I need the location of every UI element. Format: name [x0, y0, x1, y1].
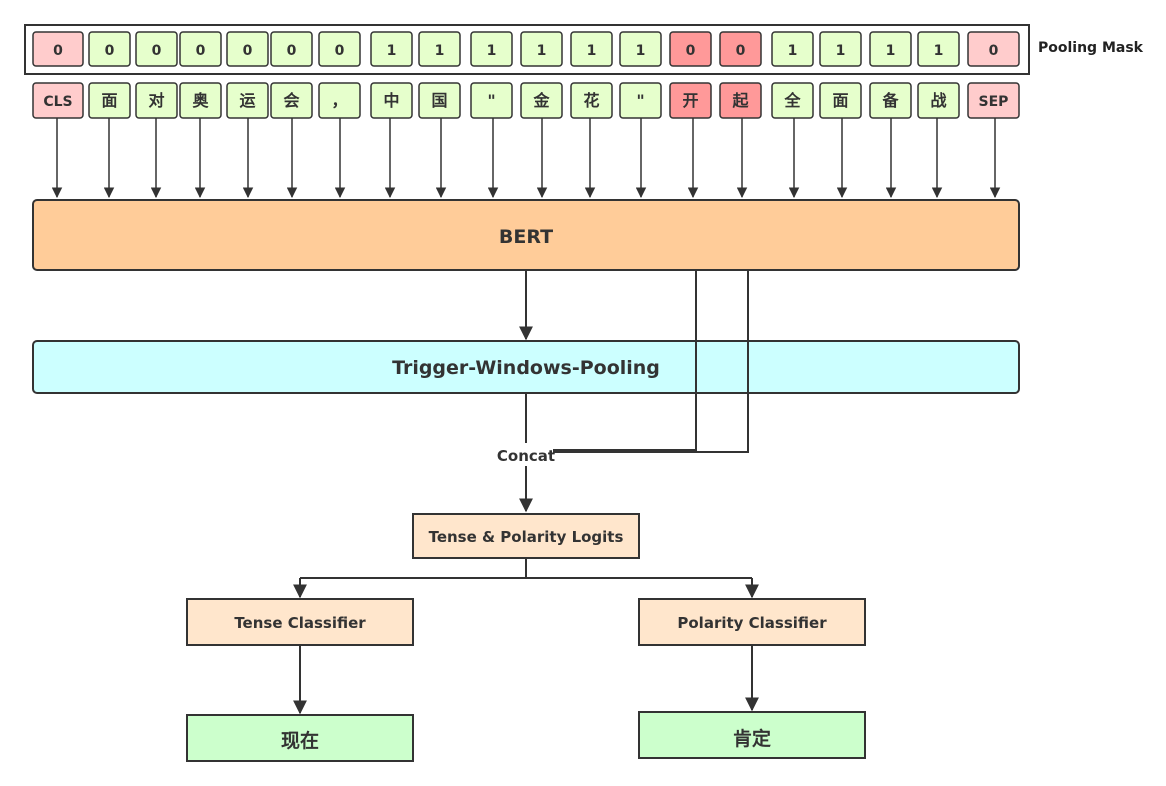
- mask-cell: [771, 31, 814, 67]
- mask-cell: [226, 31, 269, 67]
- mask-cell: [318, 31, 361, 67]
- token-label: 运: [239, 91, 255, 110]
- mask-cell: [719, 31, 762, 67]
- token-cell: [719, 82, 762, 119]
- polarity-classifier-label: Polarity Classifier: [677, 614, 827, 632]
- mask-value: 1: [537, 43, 547, 59]
- mask-cell: [270, 31, 313, 67]
- token-arrows: [51, 118, 1001, 199]
- mask-value: 1: [934, 43, 944, 59]
- mask-value: 0: [243, 43, 253, 59]
- tense-output-block: 现在: [186, 714, 414, 762]
- token-label: 金: [532, 91, 550, 110]
- token-label: 开: [682, 91, 698, 110]
- token-label: SEP: [979, 94, 1009, 110]
- token-label: 全: [783, 91, 801, 110]
- mask-cell: [669, 31, 712, 67]
- mask-value: 0: [686, 43, 696, 59]
- token-row: CLS 面 对 奥 运 会 ， 中 国 " 金 花 " 开 起 全 面 备 战 SEP: [32, 82, 1020, 119]
- mask-value: 0: [53, 43, 63, 59]
- pooling-label: Trigger-Windows-Pooling: [392, 357, 660, 379]
- mask-value: 0: [196, 43, 206, 59]
- token-label: 会: [283, 91, 299, 110]
- mask-cell: [370, 31, 413, 67]
- mask-value: 0: [736, 43, 746, 59]
- token-cell: [819, 82, 862, 119]
- token-cell: [669, 82, 712, 119]
- mask-cell: [32, 31, 84, 67]
- mask-cell: [135, 31, 178, 67]
- mask-value: 1: [387, 43, 397, 59]
- trigger-windows-pooling-block: Trigger-Windows-Pooling: [32, 340, 1020, 394]
- token-label: 对: [148, 91, 164, 110]
- mask-value: 0: [152, 43, 162, 59]
- bert-block: BERT: [32, 199, 1020, 271]
- token-label: ": [487, 91, 495, 110]
- token-cell: [570, 82, 613, 119]
- mask-cell: [520, 31, 563, 67]
- pooling-mask-label: Pooling Mask: [1038, 40, 1143, 56]
- token-label: 国: [431, 91, 447, 110]
- mask-cell: [570, 31, 613, 67]
- mask-value: 1: [435, 43, 445, 59]
- mask-value: 0: [287, 43, 297, 59]
- mask-cell: [470, 31, 513, 67]
- mask-cell: [88, 31, 131, 67]
- logits-block: Tense & Polarity Logits: [412, 513, 640, 559]
- mask-value: 0: [989, 43, 999, 59]
- token-label: 中: [383, 91, 399, 110]
- token-label: 备: [881, 91, 899, 110]
- polarity-output-block: 肯定: [638, 711, 866, 759]
- token-label: CLS: [43, 94, 72, 110]
- mask-value: 1: [788, 43, 798, 59]
- token-label: 奥: [192, 91, 209, 110]
- token-label: 面: [832, 91, 848, 110]
- logits-split-line: [300, 558, 752, 579]
- token-label: 面: [101, 91, 117, 110]
- mask-cell: [917, 31, 960, 67]
- mask-value: 1: [836, 43, 846, 59]
- tense-classifier-block: Tense Classifier: [186, 598, 414, 646]
- trigger-path-2: [553, 270, 749, 453]
- mask-value: 0: [105, 43, 115, 59]
- trigger-path-1: [553, 270, 697, 451]
- token-cell: [967, 82, 1020, 119]
- mask-cell: [869, 31, 912, 67]
- token-label: 起: [731, 91, 749, 110]
- mask-cell: [418, 31, 461, 67]
- token-cell: [917, 82, 960, 119]
- token-label: 花: [583, 91, 599, 110]
- mask-value: 1: [886, 43, 896, 59]
- token-cell: [418, 82, 461, 119]
- mask-value: 1: [587, 43, 597, 59]
- pooling-mask-row: 0 0 0 0 0 0 0 1 1 1 1 1 1 0 0 1 1 1 1 0: [32, 31, 1020, 67]
- token-label: 战: [930, 91, 946, 110]
- token-cell: [771, 82, 814, 119]
- token-label: ，: [331, 91, 347, 110]
- mask-value: 1: [636, 43, 646, 59]
- mask-value: 0: [335, 43, 345, 59]
- concat-label: Concat: [497, 447, 555, 465]
- token-cell: [370, 82, 413, 119]
- mask-cell: [619, 31, 662, 67]
- token-cell: [470, 82, 513, 119]
- tense-classifier-label: Tense Classifier: [234, 614, 366, 632]
- polarity-classifier-block: Polarity Classifier: [638, 598, 866, 646]
- mask-cell: [967, 31, 1020, 67]
- bert-label: BERT: [499, 226, 553, 248]
- mask-cell: [179, 31, 222, 67]
- mask-value: 1: [487, 43, 497, 59]
- token-label: ": [636, 91, 644, 110]
- mask-cell: [819, 31, 862, 67]
- logits-label: Tense & Polarity Logits: [429, 528, 624, 546]
- polarity-output-label: 肯定: [733, 727, 771, 750]
- token-cell: [32, 82, 84, 119]
- tense-output-label: 现在: [281, 729, 319, 752]
